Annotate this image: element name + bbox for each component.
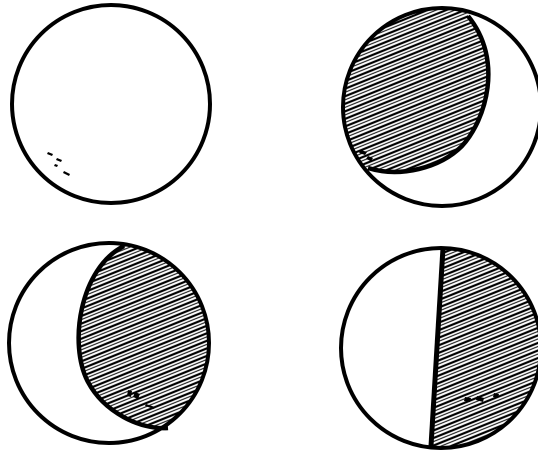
disk-bottom-right: [341, 246, 538, 448]
disk-outline: [12, 5, 210, 203]
shaded-region: [431, 246, 538, 448]
disk-top-right: [330, 0, 538, 206]
small-marks: [47, 152, 70, 176]
disk-top-left: [12, 5, 210, 203]
disk-bottom-left: [9, 240, 230, 443]
